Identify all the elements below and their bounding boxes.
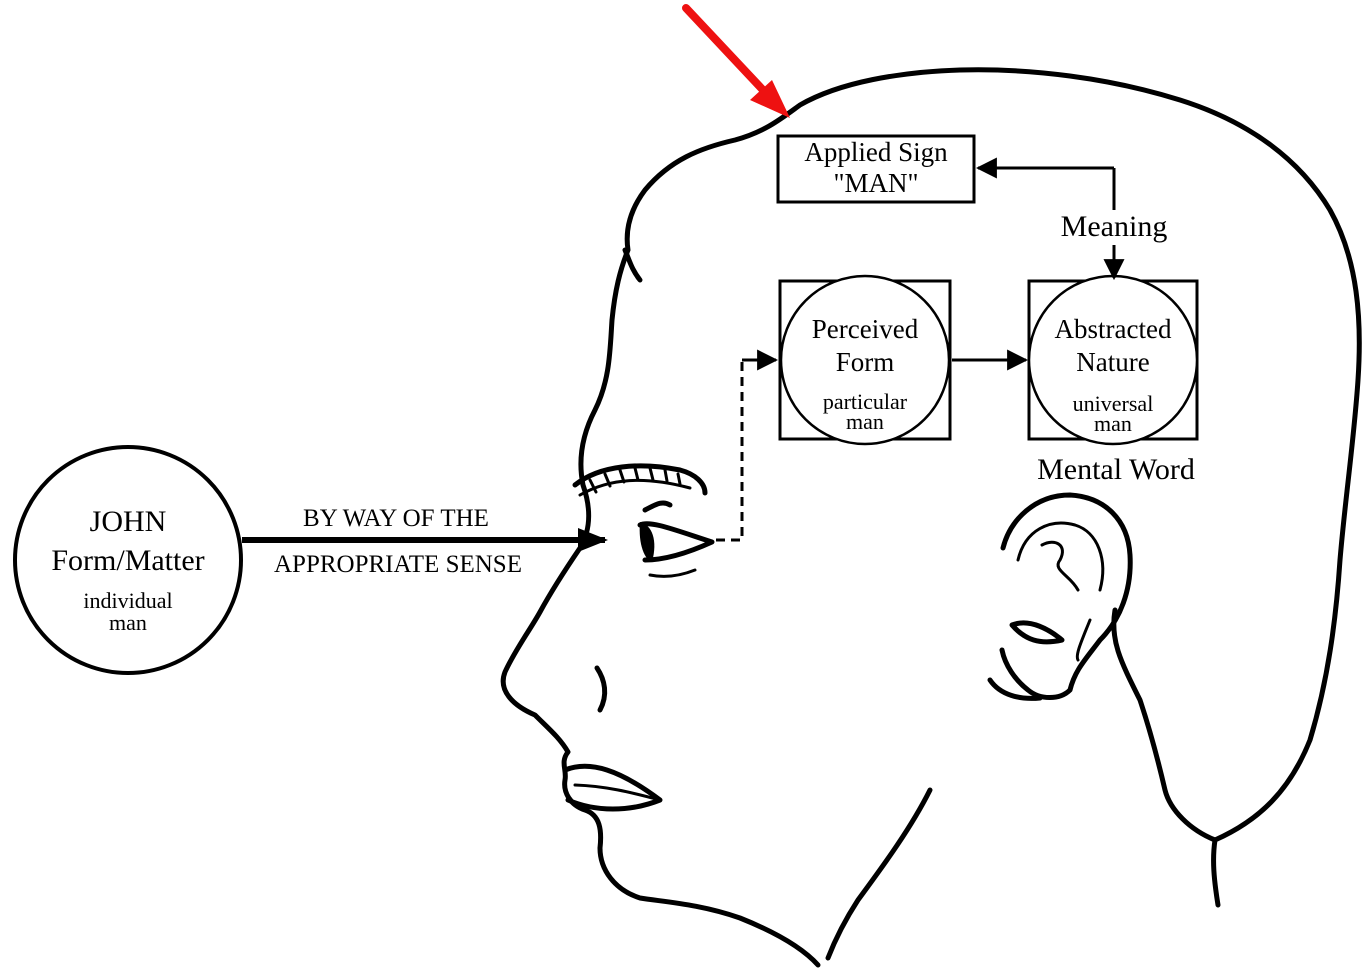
eye-to-perception-path [716,360,744,542]
sense-label-2: APPROPRIATE SENSE [274,551,522,578]
john-caption-2: man [109,610,147,635]
head-profile-icon [500,67,1362,968]
perceived-line-2: Form [836,347,895,377]
perceived-line-1: Perceived [812,314,919,344]
abstracted-line-1: Abstracted [1055,314,1172,344]
abstracted-line-2: Nature [1076,347,1149,377]
meaning-label: Meaning [1061,210,1168,243]
john-name: JOHN [90,505,167,538]
abstracted-nature-node: Abstracted Nature universal man [1027,274,1199,446]
ear-icon [987,492,1133,701]
applied-sign-line-1: Applied Sign [804,137,948,167]
perceived-form-circle [779,274,951,446]
eye-icon [637,500,715,578]
applied-sign-node: Applied Sign "MAN" [776,134,976,204]
john-caption-1: individual [83,588,172,613]
abstracted-caption-1: universal [1073,391,1154,416]
abstracted-caption-2: man [1094,411,1132,436]
perceived-caption-2: man [846,409,884,434]
sense-path: BY WAY OF THE APPROPRIATE SENSE [242,505,608,578]
john-circle [13,445,243,675]
john-subtitle: Form/Matter [51,544,204,577]
applied-sign-line-2: "MAN" [833,168,918,198]
perceived-form-node: Perceived Form particular man [778,274,952,446]
applied-sign-box [776,134,976,204]
red-pointer-arrow-icon [682,4,790,118]
john-source-node: JOHN Form/Matter individual man [13,445,243,675]
sense-label-1: BY WAY OF THE [303,505,489,532]
mental-word-label: Mental Word [1037,453,1195,486]
perceived-caption-1: particular [823,389,908,414]
